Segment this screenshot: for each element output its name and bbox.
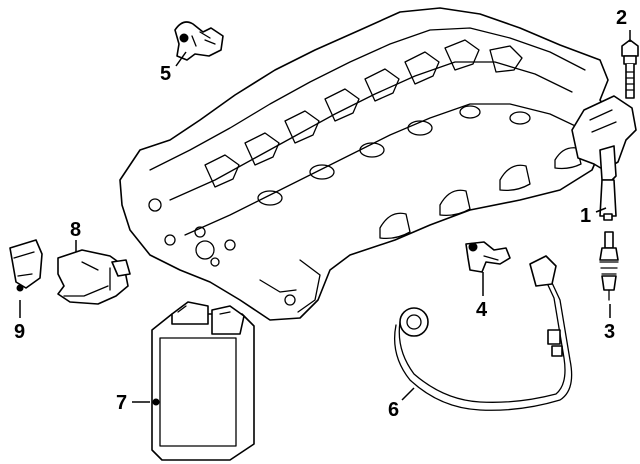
callout-label-6: 6 bbox=[388, 399, 399, 421]
callout-label-3: 3 bbox=[604, 321, 615, 343]
cylinder-head bbox=[119, 7, 613, 321]
callout-label-4: 4 bbox=[476, 299, 488, 321]
callout-3: 3 bbox=[604, 304, 615, 343]
callout-5: 5 bbox=[160, 51, 187, 85]
callout-label-7: 7 bbox=[116, 392, 127, 414]
callout-label-1: 1 bbox=[580, 205, 591, 227]
callout-6: 6 bbox=[388, 387, 415, 421]
ignition-coil bbox=[571, 95, 637, 221]
head-bolt-bosses bbox=[148, 198, 296, 306]
callout-9: 9 bbox=[14, 300, 25, 343]
mounting-bracket bbox=[9, 239, 43, 292]
callout-8: 8 bbox=[70, 219, 81, 252]
spark-plug-wells bbox=[257, 105, 531, 206]
callout-label-8: 8 bbox=[70, 219, 81, 241]
leader-line-5 bbox=[175, 51, 187, 67]
callout-label-9: 9 bbox=[14, 321, 25, 343]
cam-journal-row bbox=[204, 39, 523, 188]
callout-7: 7 bbox=[116, 392, 150, 414]
exhaust-ports bbox=[379, 147, 582, 240]
callout-label-5: 5 bbox=[160, 63, 171, 85]
callout-4: 4 bbox=[476, 272, 488, 321]
engine-control-module bbox=[151, 301, 255, 461]
knock-sensor-harness bbox=[393, 255, 573, 411]
spark-plug bbox=[599, 231, 619, 301]
leader-line-1 bbox=[595, 207, 607, 213]
callout-label-2: 2 bbox=[616, 7, 627, 29]
ecm-bracket bbox=[57, 249, 131, 305]
callout-2: 2 bbox=[616, 7, 631, 42]
leader-line-6 bbox=[401, 387, 415, 401]
callout-1: 1 bbox=[580, 205, 607, 227]
ignition-coil-bolt bbox=[621, 39, 639, 99]
crankshaft-position-sensor bbox=[465, 241, 511, 273]
camshaft-position-sensor bbox=[174, 21, 224, 61]
